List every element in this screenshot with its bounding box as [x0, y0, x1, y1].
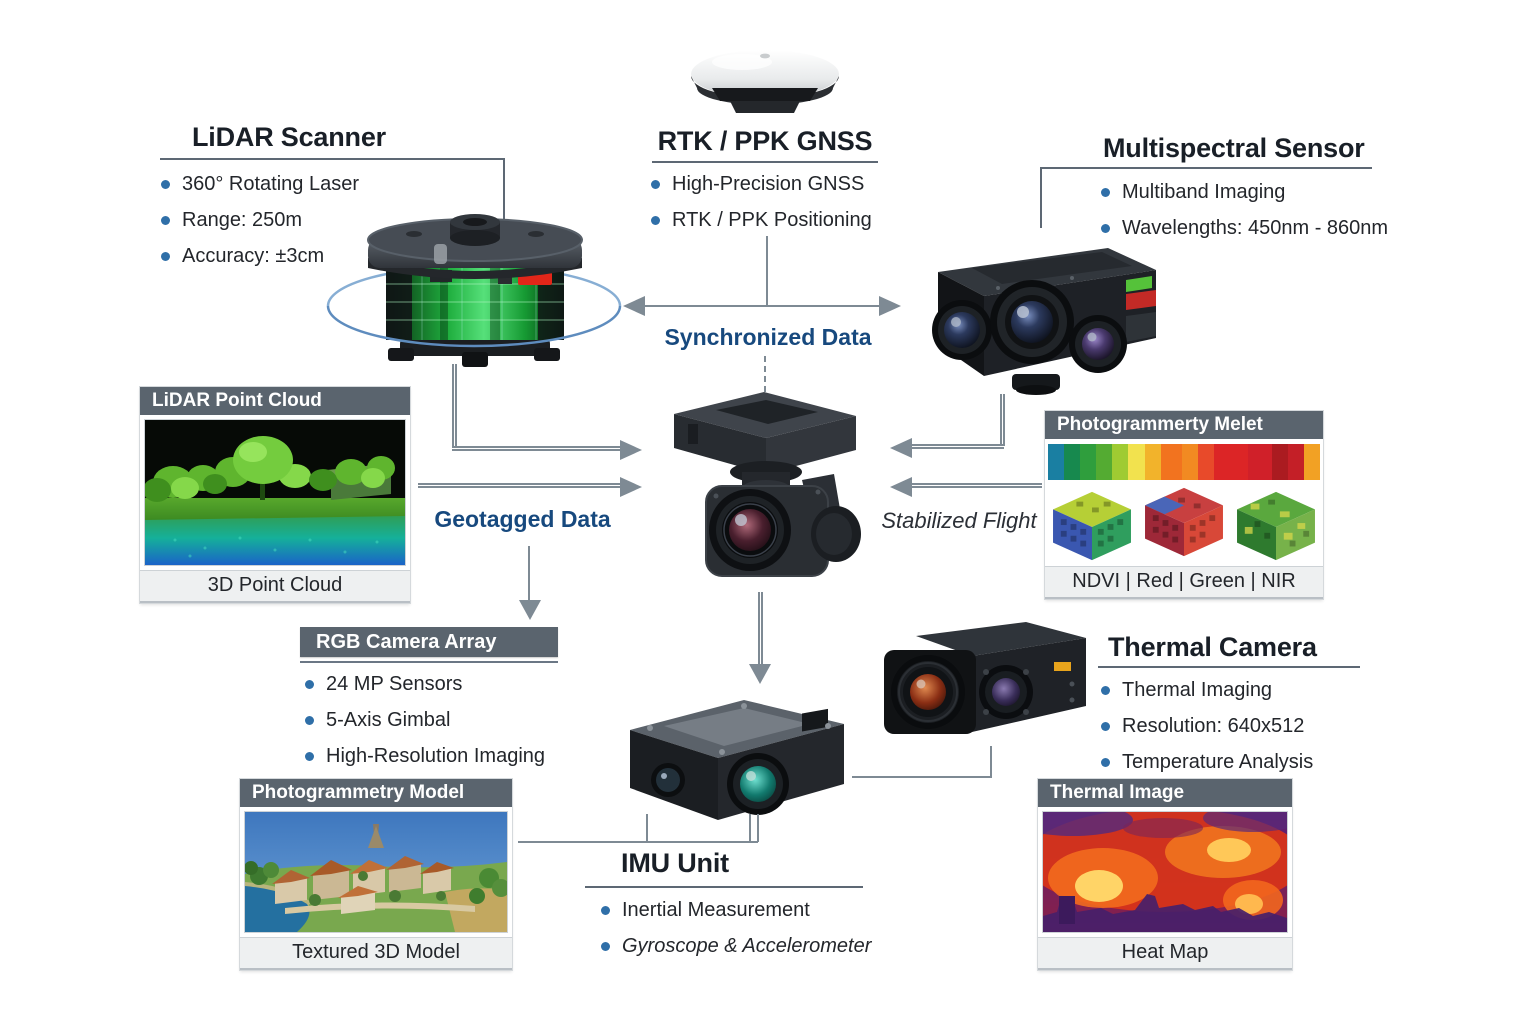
- arrow-multispectral-to-gimbal-horizontal: [912, 444, 1004, 449]
- geotagged-data-label: Geotagged Data: [434, 506, 611, 532]
- photogrammetry-model-image: [245, 812, 507, 932]
- rgb-bullet: High-Resolution Imaging: [302, 742, 545, 770]
- arrow-bands-to-gimbal-head: [890, 477, 912, 497]
- arrow-gimbal-to-imu-head: [749, 664, 771, 684]
- spectral-bands-card-header: Photogrammerty Melet: [1045, 411, 1323, 439]
- thermal-bullet: Resolution: 640x512: [1098, 712, 1313, 740]
- sync-arrowhead-right: [879, 296, 901, 316]
- arrow-lidar-to-gimbal-vertical: [452, 364, 457, 448]
- arrow-multispectral-to-gimbal-head: [890, 438, 912, 458]
- imu-device-image: [606, 684, 858, 840]
- rgb-section-title: RGB Camera Array: [300, 627, 558, 657]
- arrow-lidar-to-gimbal-head: [620, 440, 642, 460]
- synchronized-data-label: Synchronized Data: [664, 324, 872, 350]
- lidar-bullet-list: 360° Rotating Laser Range: 250m Accuracy…: [158, 170, 359, 278]
- imu-bullet: Inertial Measurement: [598, 896, 871, 924]
- sync-horizontal-line: [645, 305, 881, 307]
- gnss-title-rule: [652, 161, 878, 163]
- rgb-bullet-list: 24 MP Sensors 5-Axis Gimbal High-Resolut…: [302, 670, 545, 778]
- imu-title-rule: [585, 886, 863, 888]
- arrow-pointcloud-to-gimbal: [418, 483, 624, 488]
- lidar-bullet: Accuracy: ±3cm: [158, 242, 359, 270]
- arrow-pointcloud-to-gimbal-head: [620, 477, 642, 497]
- imu-connector-long: [518, 841, 758, 843]
- imu-bullet-list: Inertial Measurement Gyroscope & Acceler…: [598, 896, 871, 968]
- spectral-cubes: [1045, 486, 1323, 564]
- gnss-antenna-image: [682, 44, 848, 120]
- point-cloud-card-caption: 3D Point Cloud: [140, 570, 410, 603]
- imu-connector-right-a: [749, 814, 751, 842]
- imu-section-title: IMU Unit: [621, 848, 729, 878]
- arrow-lidar-to-gimbal-horizontal: [452, 446, 624, 451]
- ndvi-cube: [1053, 491, 1131, 561]
- rgb-title-rule: [300, 661, 558, 663]
- multispectral-bullet-list: Multiband Imaging Wavelengths: 450nm - 8…: [1098, 178, 1388, 250]
- thermal-image-card-header: Thermal Image: [1038, 779, 1292, 807]
- thermal-camera-image: [876, 614, 1094, 748]
- gnss-bullet: RTK / PPK Positioning: [648, 206, 872, 234]
- lidar-scanner-image: [322, 188, 627, 378]
- lidar-leader-line: [503, 158, 505, 224]
- point-cloud-image: [145, 420, 405, 565]
- thermal-image: [1043, 812, 1287, 932]
- spectral-colorbar: [1048, 444, 1320, 480]
- point-cloud-card-header: LiDAR Point Cloud: [140, 387, 410, 415]
- thermal-bullet-list: Thermal Imaging Resolution: 640x512 Temp…: [1098, 676, 1313, 784]
- thermal-connector-vertical: [990, 746, 992, 778]
- arrow-bands-to-gimbal: [912, 483, 1042, 488]
- sync-dashed-connector: [764, 356, 766, 392]
- lidar-bullet: Range: 250m: [158, 206, 359, 234]
- photogrammetry-model-card: Photogrammetry Model: [240, 779, 512, 970]
- rgb-bullet: 5-Axis Gimbal: [302, 706, 545, 734]
- stabilized-flight-label: Stabilized Flight: [881, 508, 1037, 533]
- lidar-title-rule: [160, 158, 505, 160]
- imu-bullet: Gyroscope & Accelerometer: [598, 932, 871, 960]
- spectral-bands-card: Photogrammerty Melet: [1045, 411, 1323, 599]
- thermal-image-card-caption: Heat Map: [1038, 937, 1292, 970]
- imu-connector-bracket: [646, 814, 648, 842]
- lidar-bullet: 360° Rotating Laser: [158, 170, 359, 198]
- thermal-image-card: Thermal Image: [1038, 779, 1292, 970]
- red-band-cube: [1145, 487, 1223, 557]
- gimbal-camera-image: [650, 380, 878, 590]
- photogrammetry-model-card-caption: Textured 3D Model: [240, 937, 512, 970]
- spectral-bands-card-caption: NDVI | Red | Green | NIR: [1045, 566, 1323, 599]
- multispectral-leader-line: [1040, 167, 1042, 228]
- rgb-bullet: 24 MP Sensors: [302, 670, 545, 698]
- multispectral-sensor-image: [912, 228, 1170, 396]
- gnss-bullet-list: High-Precision GNSS RTK / PPK Positionin…: [648, 170, 872, 242]
- gnss-down-connector: [766, 236, 768, 306]
- arrow-to-rgb-line: [528, 546, 530, 602]
- sync-arrowhead-left: [623, 296, 645, 316]
- photogrammetry-model-card-header: Photogrammetry Model: [240, 779, 512, 807]
- thermal-bullet: Temperature Analysis: [1098, 748, 1313, 776]
- thermal-connector-horizontal: [852, 776, 992, 778]
- gnss-section-title: RTK / PPK GNSS: [657, 126, 873, 156]
- thermal-section-title: Thermal Camera: [1108, 632, 1317, 662]
- multispectral-title-rule: [1040, 167, 1372, 169]
- lidar-section-title: LiDAR Scanner: [192, 122, 386, 152]
- multispectral-bullet: Wavelengths: 450nm - 860nm: [1098, 214, 1388, 242]
- multispectral-bullet: Multiband Imaging: [1098, 178, 1388, 206]
- multispectral-section-title: Multispectral Sensor: [1103, 133, 1365, 163]
- thermal-title-rule: [1098, 666, 1360, 668]
- arrow-gimbal-to-imu: [758, 592, 763, 666]
- arrow-multispectral-to-gimbal-vertical: [1000, 394, 1005, 446]
- point-cloud-card: LiDAR Point Cloud: [140, 387, 410, 603]
- arrow-to-rgb-head: [519, 600, 541, 620]
- imu-connector-right-b: [757, 814, 759, 842]
- nir-cube: [1237, 491, 1315, 561]
- thermal-bullet: Thermal Imaging: [1098, 676, 1313, 704]
- gnss-bullet: High-Precision GNSS: [648, 170, 872, 198]
